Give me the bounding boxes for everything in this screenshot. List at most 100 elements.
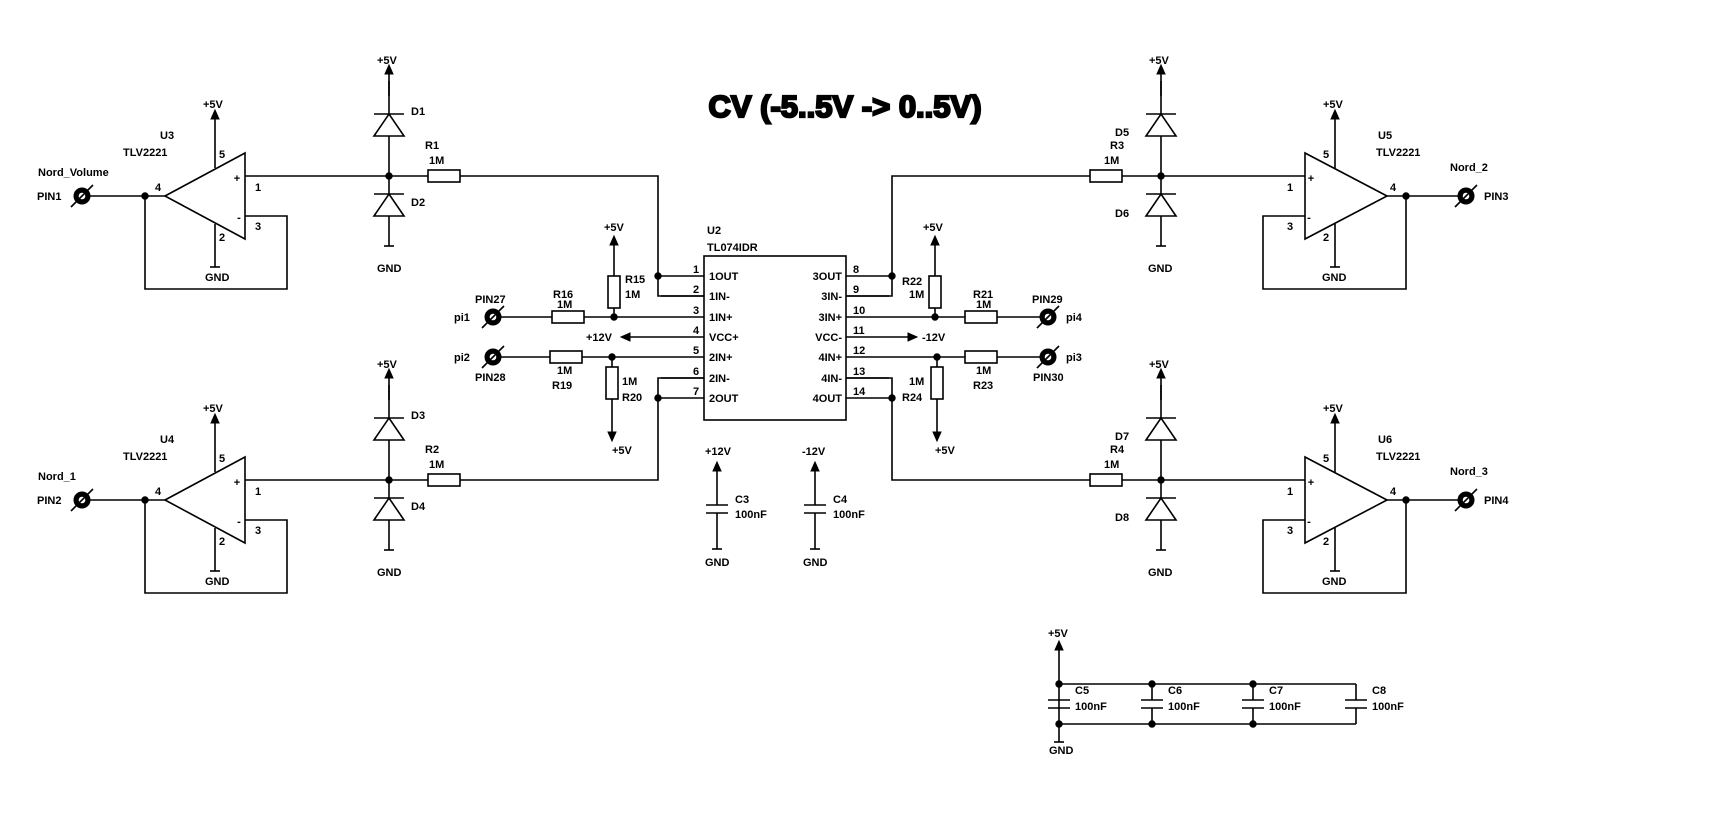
capacitor-value: 100nF <box>1075 701 1107 713</box>
rail-label: +5V <box>1149 55 1170 67</box>
resistor-ref: R23 <box>973 380 993 392</box>
capacitor-value: 100nF <box>1372 701 1404 713</box>
ic-pin-name: 2OUT <box>709 393 739 405</box>
capacitor-ref: C6 <box>1168 685 1182 697</box>
pin-label: PIN28 <box>475 372 506 384</box>
wire <box>460 175 659 276</box>
opamp-icon <box>163 455 246 545</box>
resistor-body <box>607 275 621 309</box>
arrow-down-icon <box>932 431 942 443</box>
diode-label: D5 <box>1115 127 1129 139</box>
rail-label: GND <box>205 576 230 588</box>
ic-pin-name: 4IN- <box>821 373 842 385</box>
ic-body <box>703 255 847 421</box>
rail-label: GND <box>803 557 828 569</box>
connector-slash <box>70 184 94 208</box>
pin-number: 5 <box>219 453 225 465</box>
net-label: Nord_2 <box>1450 162 1488 174</box>
opamp-part: TLV2221 <box>123 147 167 159</box>
pin-label: PIN29 <box>1032 294 1063 306</box>
resistor-body <box>427 473 461 487</box>
ic-pin-number: 4 <box>693 325 700 337</box>
ic-part: TL074IDR <box>707 242 758 254</box>
junction-dot <box>1148 720 1156 728</box>
resistor-body <box>605 366 619 400</box>
opamp-icon <box>1304 151 1389 241</box>
resistor-value: 1M <box>557 299 572 311</box>
ic-pin-number: 5 <box>693 345 699 357</box>
opamp-ref: U3 <box>160 130 174 142</box>
diode-icon <box>372 496 406 521</box>
rail-label: +5V <box>1149 359 1170 371</box>
resistor-value: 1M <box>976 299 991 311</box>
capacitor-ref: C4 <box>833 494 848 506</box>
arrow-up-icon <box>1330 108 1340 120</box>
resistor-value: 1M <box>909 376 924 388</box>
diode-icon <box>1144 192 1178 217</box>
rail-label: +5V <box>377 359 398 371</box>
rail-label: GND <box>1148 567 1173 579</box>
pin-minus-label: - <box>237 212 241 224</box>
ic-pin-name: 4IN+ <box>818 352 842 364</box>
ic-pin-number: 14 <box>853 386 866 398</box>
ic-pin-name: 1OUT <box>709 271 739 283</box>
wire <box>657 276 704 297</box>
ic-pin-number: 12 <box>853 345 865 357</box>
opamp-icon <box>1304 455 1389 545</box>
resistor-body <box>964 350 998 364</box>
ic-pin-number: 3 <box>693 305 699 317</box>
rail-label: -12V <box>802 446 826 458</box>
rail-label: +5V <box>612 445 633 457</box>
resistor-value: 1M <box>429 155 444 167</box>
resistor-ref: R16 <box>553 289 573 301</box>
pin-minus-label: - <box>1307 516 1311 528</box>
rail-label: GND <box>1148 263 1173 275</box>
ic-ref: U2 <box>707 225 721 237</box>
ic-pin-name: 2IN+ <box>709 352 733 364</box>
resistor-body <box>1089 473 1123 487</box>
diode-icon <box>372 192 406 217</box>
pin-plus-label: + <box>1308 477 1314 489</box>
resistor-ref: R22 <box>902 276 922 288</box>
pin-plus-label: + <box>1308 173 1314 185</box>
diode-icon <box>1144 416 1178 441</box>
rail-label: GND <box>205 272 230 284</box>
net-label: pi3 <box>1066 352 1082 364</box>
diode-icon <box>372 416 406 441</box>
pin-label: PIN2 <box>37 495 61 507</box>
rail-label: GND <box>1322 576 1347 588</box>
ic-pin-number: 1 <box>693 264 699 276</box>
arrow-up-icon <box>210 108 220 120</box>
connector-slash <box>481 305 505 329</box>
opamp-part: TLV2221 <box>123 451 167 463</box>
opamp-ref: U5 <box>1378 130 1392 142</box>
rail-label: GND <box>1322 272 1347 284</box>
pin-number: 4 <box>1390 182 1397 194</box>
arrow-up-icon <box>609 234 619 246</box>
resistor-body <box>930 366 944 400</box>
pin-label: PIN3 <box>1484 191 1508 203</box>
rail-label: +5V <box>923 222 944 234</box>
wire <box>144 500 288 594</box>
resistor-value: 1M <box>622 376 637 388</box>
pin-number: 5 <box>1323 453 1329 465</box>
resistor-ref: R24 <box>902 392 923 404</box>
resistor-body <box>1089 169 1123 183</box>
buffer-stage-u6: +-41352U6TLV2221+5VGNDPIN4Nord_3+5VD7D8G… <box>1089 359 1509 594</box>
net-label: Nord_Volume <box>38 167 109 179</box>
rail-label: +12V <box>705 446 732 458</box>
ic-pin-number: 9 <box>853 284 859 296</box>
rail-label: GND <box>377 263 402 275</box>
pin-label: PIN1 <box>37 191 61 203</box>
rail-label: GND <box>705 557 730 569</box>
wire <box>891 175 1090 276</box>
rail-label: GND <box>377 567 402 579</box>
arrow-up-icon <box>712 460 722 472</box>
net-label: Nord_1 <box>38 471 76 483</box>
diode-label: D4 <box>411 501 426 513</box>
pin-number: 5 <box>219 149 225 161</box>
